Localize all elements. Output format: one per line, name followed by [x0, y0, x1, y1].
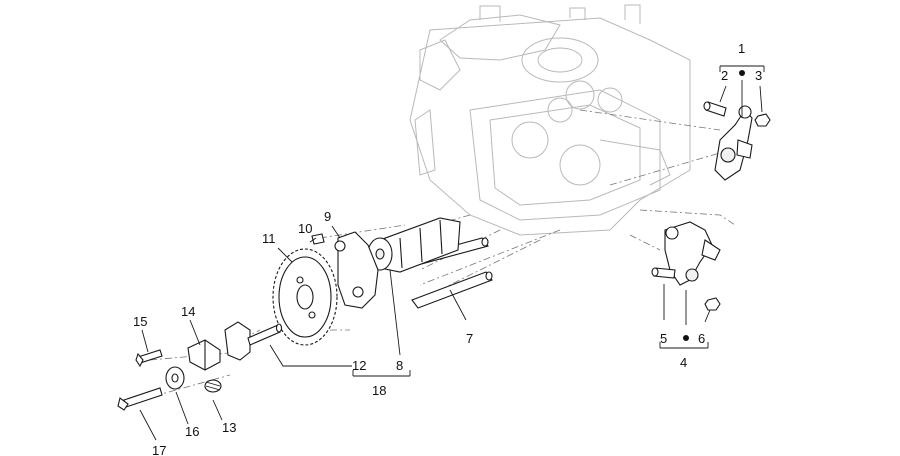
callout-3: 3	[755, 68, 762, 83]
nut-upper	[754, 113, 771, 127]
callout-12: 12	[352, 358, 366, 373]
callout-2: 2	[721, 68, 728, 83]
callout-6: 6	[698, 331, 705, 346]
callout-4: 4	[680, 355, 687, 370]
group-dot-1	[739, 70, 745, 76]
callout-16: 16	[185, 424, 199, 439]
nut-lower	[704, 297, 721, 311]
engine-head-ghost	[409, 4, 691, 236]
small-bolt-10	[311, 233, 325, 245]
upper-rocker-arm	[714, 105, 753, 181]
timing-sprocket	[272, 248, 338, 346]
washer-16	[165, 366, 185, 390]
rocker-pin-upper	[703, 101, 727, 117]
leader-lines	[139, 65, 765, 441]
tensioner-block	[187, 339, 221, 371]
callout-9: 9	[324, 209, 331, 224]
bolt-15	[135, 349, 163, 368]
callout-8: 8	[396, 358, 403, 373]
lower-rocker-arm	[664, 221, 721, 286]
callout-1: 1	[738, 41, 745, 56]
camshaft	[367, 217, 461, 273]
callout-5: 5	[660, 331, 667, 346]
callout-10: 10	[298, 221, 312, 236]
callout-14: 14	[181, 304, 195, 319]
camshaft-plate	[334, 231, 379, 309]
rocker-pin-lower	[651, 267, 676, 279]
callout-13: 13	[222, 420, 236, 435]
callout-17: 17	[152, 443, 166, 456]
callout-11: 11	[262, 231, 276, 246]
tensioner-shaft	[224, 321, 283, 361]
spring	[204, 379, 222, 393]
callout-15: 15	[133, 314, 147, 329]
bolt-17	[117, 387, 163, 411]
group-dot-4	[683, 335, 689, 341]
callout-18: 18	[372, 383, 386, 398]
callout-7: 7	[466, 331, 473, 346]
